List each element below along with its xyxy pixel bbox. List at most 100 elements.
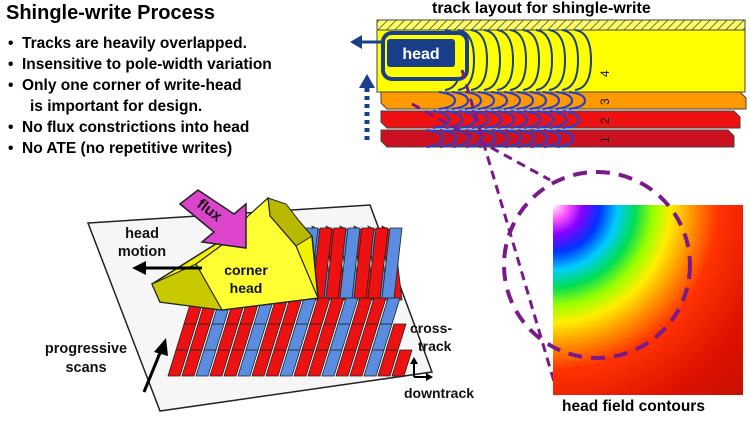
bit-arc [536, 109, 555, 130]
bullet-item: •Only one corner of write-head [8, 75, 272, 96]
bit-arc [426, 128, 445, 149]
axis-right-arrowhead-icon [426, 373, 433, 381]
corner-head-shadow [151, 263, 223, 311]
bullet-text: Insensitive to pole-width variation [22, 56, 272, 73]
scan-direction-arrowhead-icon [359, 74, 375, 88]
stripe [381, 227, 403, 299]
bullet-item: • Tracks are heavily overlapped. [8, 33, 272, 54]
bit-arc [548, 29, 567, 91]
bullet-dot: • [8, 56, 14, 73]
corner-head-label-line2: head [230, 280, 263, 296]
bit-arc [529, 90, 548, 111]
bit-arc [509, 29, 528, 91]
bit-arc [439, 128, 458, 149]
bit-arc [555, 90, 574, 111]
stripe [391, 349, 413, 377]
head-arrowhead-icon [350, 35, 362, 49]
stripe [385, 323, 407, 351]
bit-arc [452, 128, 471, 149]
bit-arc [503, 90, 522, 111]
bullet-dot: • [8, 140, 14, 157]
stripe [367, 227, 389, 299]
bit-arc [516, 90, 535, 111]
bit-arc [470, 29, 489, 91]
bit-arc [491, 128, 510, 149]
track-1 [380, 129, 735, 148]
bullet-dot: • [8, 77, 14, 94]
zoom-circle [502, 170, 692, 360]
track-4-hatched-edge [376, 19, 746, 31]
bit-arc [484, 109, 503, 130]
bullet-item: • No flux constrictions into head [8, 117, 272, 138]
stripe [339, 227, 361, 299]
bit-arc [497, 109, 516, 130]
track-3 [380, 91, 747, 110]
bit-arc [562, 109, 581, 130]
progressive-scans-arrow [142, 347, 164, 393]
bit-arc [438, 90, 457, 111]
crosstrack-label-line2: track [418, 338, 452, 354]
bullet-item: • No ATE (no repetitive writes) [8, 138, 272, 159]
bullet-dot: • [8, 35, 14, 52]
crosstrack-label-line1: cross- [410, 320, 452, 336]
stripe [353, 227, 375, 299]
zoom-connector-line [411, 102, 551, 182]
bit-arc [478, 128, 497, 149]
bullet-continuation: is important for design. [8, 96, 272, 117]
axis-indicator-icon [413, 362, 428, 378]
bit-arc [504, 128, 523, 149]
bit-arc [483, 29, 502, 91]
bit-arc [568, 90, 587, 111]
bit-arc [535, 29, 554, 91]
corner-head-label-line1: corner [224, 262, 268, 278]
head-label-box [387, 39, 455, 67]
bullet-text: No ATE (no repetitive writes) [22, 140, 233, 157]
bullet-text: No flux constrictions into head [22, 119, 250, 136]
bit-arc [523, 109, 542, 130]
written-stripes [167, 225, 413, 377]
bit-arc [574, 29, 593, 91]
bullet-text: Tracks are heavily overlapped. [22, 35, 247, 52]
bit-arc [543, 128, 562, 149]
written-bit-arcs [426, 29, 593, 149]
contour-caption: head field contours [562, 398, 705, 415]
bit-arc [530, 128, 549, 149]
head-motion-label-line1: head [125, 226, 159, 242]
track-number-1: 1 [598, 136, 612, 143]
track-number-4: 4 [598, 70, 612, 77]
progressive-scans-arrowhead-icon [154, 338, 168, 356]
stripe [325, 227, 347, 299]
progressive-scans-label-line2: scans [65, 360, 106, 376]
bullet-text: is important for design. [30, 98, 203, 115]
head-motion-arrowhead-icon [132, 261, 146, 275]
bit-arc [451, 90, 470, 111]
bit-arc [561, 29, 580, 91]
bit-arc [490, 90, 509, 111]
bit-arc [542, 90, 561, 111]
bullet-dot: • [8, 119, 14, 136]
track-layout-title: track layout for shingle-write [432, 0, 651, 17]
bit-arc [458, 109, 477, 130]
bit-arc [556, 128, 575, 149]
progressive-scans-label-line1: progressive [45, 341, 127, 357]
bit-arc [496, 29, 515, 91]
flux-arrow-icon [178, 189, 247, 249]
page-title: Shingle-write Process [6, 2, 215, 24]
shingled-3d-diagram: flux head motion corner head progressive… [45, 189, 474, 412]
downtrack-label: downtrack [404, 385, 474, 401]
bit-arc [432, 109, 451, 130]
track-number-2: 2 [598, 117, 612, 124]
stripe [379, 297, 401, 325]
track-2 [380, 110, 741, 129]
bit-arc [471, 109, 490, 130]
bullet-list: • Tracks are heavily overlapped. • Insensi… [8, 33, 272, 159]
head-motion-label-line2: motion [118, 244, 166, 260]
bullet-item: • Insensitive to pole-width variation [8, 54, 272, 75]
bit-arc [465, 128, 484, 149]
bit-arc [522, 29, 541, 91]
axis-up-arrowhead-icon [410, 357, 418, 364]
bit-arc [477, 90, 496, 111]
bit-arc [517, 128, 536, 149]
track-layout: 4 3 2 1 head [350, 19, 747, 149]
